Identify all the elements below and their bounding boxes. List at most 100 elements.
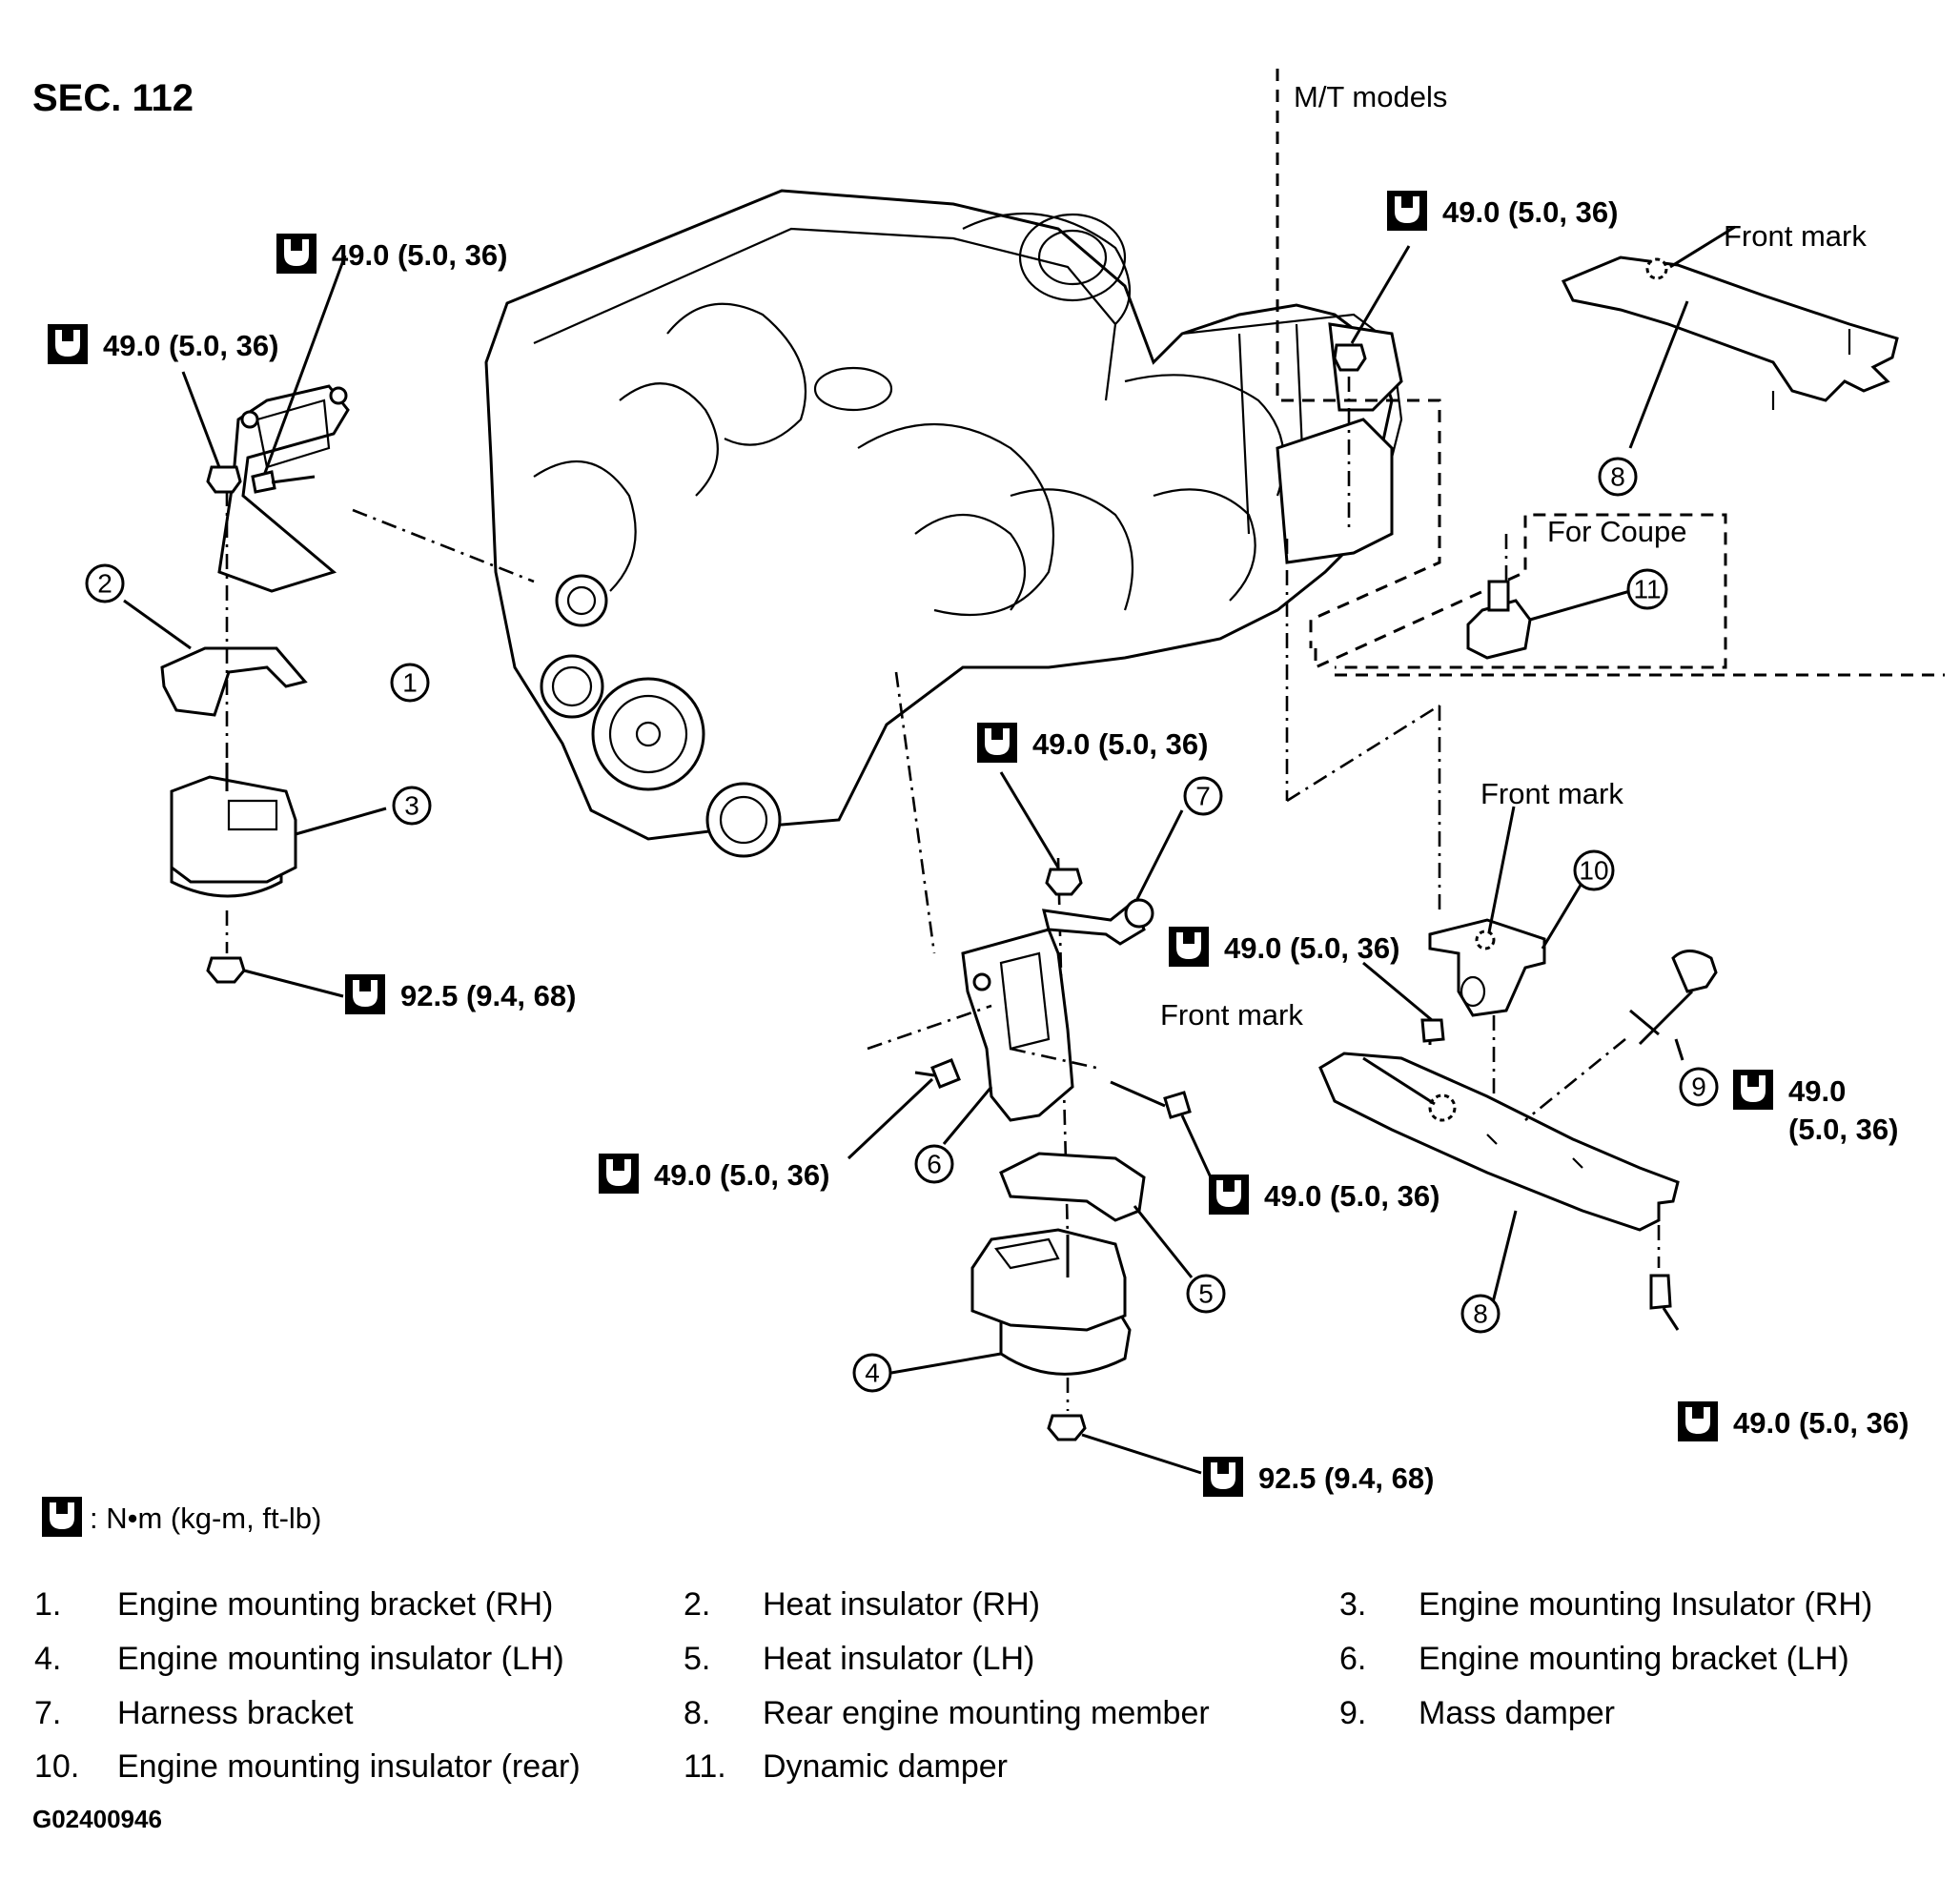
torque-label-mt: 49.0 (5.0, 36) bbox=[1387, 191, 1618, 231]
callout-8-lower: 8 bbox=[1460, 1294, 1501, 1334]
svg-text:5: 5 bbox=[1198, 1279, 1214, 1309]
torque-label-lh-bracket-right: 49.0 (5.0, 36) bbox=[1209, 1175, 1439, 1215]
svg-text:10.: 10. bbox=[34, 1748, 79, 1785]
svg-text:(5.0, 36): (5.0, 36) bbox=[1788, 1113, 1898, 1146]
mt-models-label: M/T models bbox=[1294, 80, 1447, 113]
svg-text:8: 8 bbox=[1610, 462, 1625, 492]
for-coupe-label: For Coupe bbox=[1547, 515, 1686, 548]
svg-text:3.: 3. bbox=[1339, 1586, 1366, 1623]
svg-text:6: 6 bbox=[927, 1150, 942, 1179]
svg-text:Engine mounting insulator (rea: Engine mounting insulator (rear) bbox=[117, 1748, 581, 1785]
part-8-rear-member-lower bbox=[1318, 1052, 1680, 1307]
svg-text:49.0 (5.0, 36): 49.0 (5.0, 36) bbox=[103, 329, 278, 362]
svg-text:49.0 (5.0, 36): 49.0 (5.0, 36) bbox=[1264, 1179, 1439, 1213]
svg-text:7: 7 bbox=[1195, 782, 1211, 811]
legend-item-4: 4.Engine mounting insulator (LH) bbox=[34, 1641, 564, 1677]
callout-6: 6 bbox=[914, 1144, 954, 1184]
svg-text:7.: 7. bbox=[34, 1695, 61, 1731]
part-4-engine-mounting-insulator-lh bbox=[890, 1228, 1132, 1376]
torque-unit-legend: : N•m (kg-m, ft-lb) bbox=[42, 1497, 321, 1537]
svg-text:11.: 11. bbox=[684, 1748, 726, 1785]
svg-text:: N•m (kg-m, ft-lb): : N•m (kg-m, ft-lb) bbox=[90, 1502, 321, 1535]
front-mark-label-lower: Front mark bbox=[1160, 998, 1303, 1032]
svg-text:4.: 4. bbox=[34, 1641, 61, 1677]
callout-10: 10 bbox=[1573, 849, 1615, 891]
svg-text:49.0 (5.0, 36): 49.0 (5.0, 36) bbox=[1032, 727, 1208, 761]
figure-code: G02400946 bbox=[32, 1805, 162, 1833]
svg-text:9.: 9. bbox=[1339, 1695, 1366, 1731]
part-2-heat-insulator-rh bbox=[123, 599, 308, 717]
svg-text:92.5 (9.4, 68): 92.5 (9.4, 68) bbox=[1258, 1461, 1434, 1495]
callout-2: 2 bbox=[85, 563, 125, 603]
rh-bottom-nut bbox=[206, 956, 246, 984]
section-label: SEC. 112 bbox=[32, 77, 194, 119]
front-mark-label-rear-insulator: Front mark bbox=[1480, 777, 1623, 810]
part-8-rear-member-upper bbox=[1561, 225, 1899, 449]
callout-5: 5 bbox=[1186, 1274, 1226, 1314]
callout-11: 11 bbox=[1626, 568, 1668, 610]
svg-text:49.0 (5.0, 36): 49.0 (5.0, 36) bbox=[654, 1158, 829, 1192]
callout-8-upper: 8 bbox=[1598, 457, 1638, 497]
svg-text:8.: 8. bbox=[684, 1695, 710, 1731]
svg-text:2.: 2. bbox=[684, 1586, 710, 1623]
svg-text:Harness bracket: Harness bracket bbox=[117, 1695, 354, 1731]
legend-item-2: 2. Heat insulator (RH) bbox=[684, 1586, 1040, 1623]
lh-top-nut bbox=[1045, 868, 1083, 896]
torque-label-lh-top: 49.0 (5.0, 36) bbox=[977, 723, 1208, 763]
legend-item-8: 8. Rear engine mounting member bbox=[684, 1695, 1210, 1731]
torque-label-rh-nut: 49.0 (5.0, 36) bbox=[48, 324, 278, 364]
svg-text:49.0: 49.0 bbox=[1788, 1074, 1846, 1108]
svg-text:10: 10 bbox=[1579, 856, 1608, 886]
svg-text:Rear engine mounting member: Rear engine mounting member bbox=[763, 1695, 1210, 1731]
part-7-harness-bracket bbox=[1042, 809, 1184, 946]
callout-7: 7 bbox=[1183, 776, 1223, 816]
svg-text:Dynamic damper: Dynamic damper bbox=[763, 1748, 1008, 1785]
legend-item-10: 10. Engine mounting insulator (rear) bbox=[34, 1748, 581, 1785]
svg-text:Heat insulator (RH): Heat insulator (RH) bbox=[763, 1586, 1040, 1623]
legend-item-5: 5. Heat insulator (LH) bbox=[684, 1641, 1034, 1677]
legend-item-7: 7. Harness bracket bbox=[34, 1695, 354, 1731]
parts-legend: 1. Engine mounting bracket (RH) 2. Heat in… bbox=[34, 1586, 1872, 1785]
svg-text:3: 3 bbox=[404, 791, 419, 821]
svg-text:1.: 1. bbox=[34, 1586, 61, 1623]
callout-1: 1 bbox=[390, 663, 430, 703]
torque-label-rear-lower: 49.0 (5.0, 36) bbox=[1678, 1401, 1909, 1441]
svg-text:49.0 (5.0, 36): 49.0 (5.0, 36) bbox=[1224, 931, 1399, 965]
part-5-heat-insulator-lh bbox=[999, 1152, 1194, 1278]
svg-text:49.0 (5.0, 36): 49.0 (5.0, 36) bbox=[1733, 1406, 1909, 1440]
legend-item-11: 11. Dynamic damper bbox=[684, 1748, 1008, 1785]
svg-text:Engine mounting Insulator (RH): Engine mounting Insulator (RH) bbox=[1419, 1586, 1872, 1623]
part-6-engine-mounting-bracket-lh bbox=[867, 928, 1097, 1122]
torque-label-rh-bottom: 92.5 (9.4, 68) bbox=[345, 974, 576, 1014]
svg-text:6.: 6. bbox=[1339, 1641, 1366, 1677]
svg-text:Heat insulator (LH): Heat insulator (LH) bbox=[763, 1641, 1034, 1677]
svg-text:4: 4 bbox=[865, 1359, 880, 1388]
legend-item-6: 6. Engine mounting bracket (LH) bbox=[1339, 1641, 1849, 1677]
part-1-engine-mounting-bracket-rh bbox=[217, 384, 535, 593]
svg-text:92.5 (9.4, 68): 92.5 (9.4, 68) bbox=[400, 979, 576, 1012]
lh-side-bolts bbox=[847, 1058, 1213, 1178]
torque-label-mass-damper: 49.0 (5.0, 36) bbox=[1733, 1070, 1898, 1146]
part-3-engine-mounting-insulator-rh bbox=[170, 763, 387, 898]
mt-nut-stud bbox=[1333, 245, 1411, 529]
svg-text:Mass damper: Mass damper bbox=[1419, 1695, 1615, 1731]
svg-text:Engine mounting bracket (LH): Engine mounting bracket (LH) bbox=[1419, 1641, 1849, 1677]
rear-bolt-lower bbox=[1649, 1274, 1672, 1310]
svg-text:Engine mounting bracket (RH): Engine mounting bracket (RH) bbox=[117, 1586, 553, 1623]
svg-text:49.0 (5.0, 36): 49.0 (5.0, 36) bbox=[332, 238, 507, 272]
torque-label-rear-insulator: 49.0 (5.0, 36) bbox=[1169, 927, 1399, 967]
callout-4: 4 bbox=[852, 1353, 892, 1393]
lh-bottom-nut bbox=[1047, 1414, 1087, 1441]
legend-item-3: 3. Engine mounting Insulator (RH) bbox=[1339, 1586, 1872, 1623]
front-mark-label-upper: Front mark bbox=[1724, 219, 1867, 253]
torque-label-rh-bolt: 49.0 (5.0, 36) bbox=[276, 234, 507, 274]
svg-text:8: 8 bbox=[1473, 1299, 1488, 1329]
svg-text:11: 11 bbox=[1633, 575, 1661, 604]
callout-9: 9 bbox=[1679, 1067, 1719, 1107]
torque-label-lh-bracket-left: 49.0 (5.0, 36) bbox=[599, 1154, 829, 1194]
svg-text:5.: 5. bbox=[684, 1641, 710, 1677]
rh-top-fasteners bbox=[181, 255, 347, 494]
svg-text:1: 1 bbox=[402, 668, 418, 698]
part-10-engine-mounting-insulator-rear bbox=[1428, 806, 1587, 1017]
